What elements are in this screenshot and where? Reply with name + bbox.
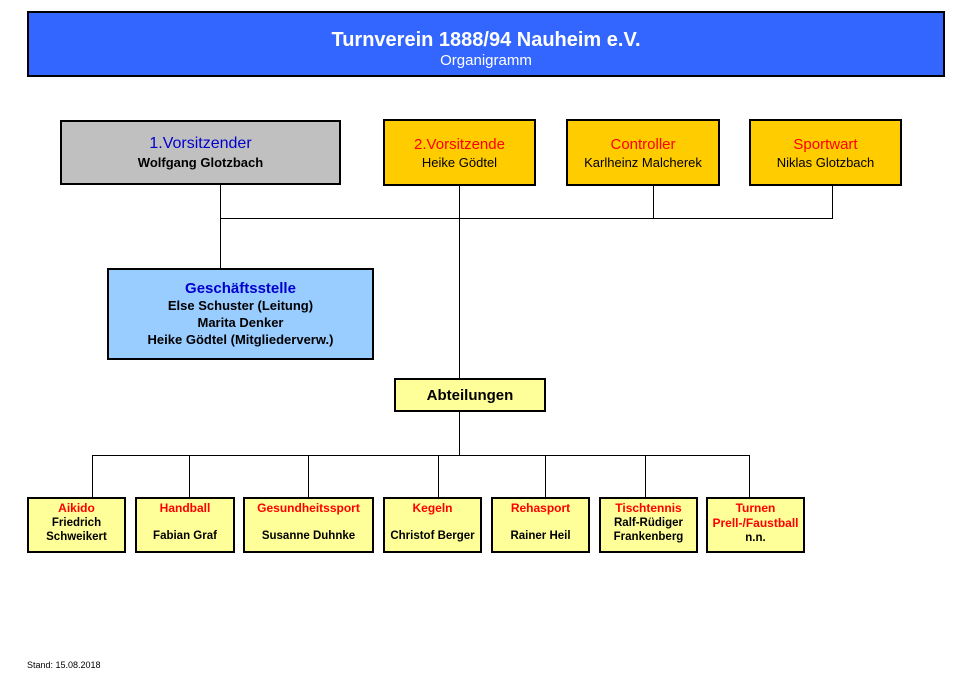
dept-person: Ralf-Rüdiger	[614, 517, 683, 529]
second-chair-box: 2.Vorsitzende Heike Gödtel	[383, 119, 536, 186]
sportwart-role: Sportwart	[793, 135, 858, 153]
dept-turnen-box: Turnen Prell-/Faustball n.n.	[706, 497, 805, 553]
dept-person: Christof Berger	[390, 530, 475, 542]
connector-dept-aikido	[92, 455, 93, 497]
connector-first-chair	[220, 185, 221, 268]
connector-sportwart	[832, 186, 833, 218]
first-chair-box: 1.Vorsitzender Wolfgang Glotzbach	[60, 120, 341, 185]
dept-name-line: Prell-/Faustball	[712, 516, 799, 530]
dept-person: Fabian Graf	[153, 530, 217, 542]
org-subtitle: Organigramm	[440, 52, 532, 69]
office-box: Geschäftsstelle Else Schuster (Leitung) …	[107, 268, 374, 360]
connector-dept-gesundheitssport	[308, 455, 309, 497]
org-title: Turnverein 1888/94 Nauheim e.V.	[331, 29, 641, 51]
connector-board-bus	[220, 218, 833, 219]
office-line: Heike Gödtel (Mitgliederverw.)	[147, 332, 334, 347]
dept-kegeln-box: Kegeln Christof Berger	[383, 497, 482, 553]
first-chair-role: 1.Vorsitzender	[149, 135, 252, 152]
dept-person: Rainer Heil	[510, 530, 571, 542]
dept-name-line: Turnen	[735, 501, 776, 515]
dept-name: Tischtennis	[615, 501, 682, 515]
connector-dept-rehasport	[545, 455, 546, 497]
first-chair-name: Wolfgang Glotzbach	[137, 155, 264, 170]
dept-name: Handball	[159, 501, 211, 515]
departments-box: Abteilungen	[394, 378, 546, 412]
second-chair-name: Heike Gödtel	[421, 154, 498, 170]
sportwart-name: Niklas Glotzbach	[776, 154, 875, 170]
connector-departments-trunk	[459, 412, 460, 456]
dept-name: Rehasport	[510, 501, 571, 515]
dept-person: Schweikert	[46, 531, 107, 543]
controller-box: Controller Karlheinz Malcherek	[566, 119, 720, 186]
connector-dept-turnen	[749, 455, 750, 497]
controller-name: Karlheinz Malcherek	[584, 154, 702, 170]
dept-person: Susanne Duhnke	[261, 530, 356, 542]
departments-label: Abteilungen	[426, 386, 514, 404]
connector-controller	[653, 186, 654, 218]
header-banner: Turnverein 1888/94 Nauheim e.V. Organigr…	[27, 11, 945, 77]
connector-dept-kegeln	[438, 455, 439, 497]
second-chair-role: 2.Vorsitzende	[414, 135, 505, 153]
dept-person: Frankenberg	[613, 531, 684, 543]
footer-date: Stand: 15.08.2018	[27, 660, 101, 670]
dept-person: n.n.	[745, 532, 766, 544]
office-line: Else Schuster (Leitung)	[167, 298, 314, 313]
office-title: Geschäftsstelle	[185, 280, 296, 297]
connector-dept-handball	[189, 455, 190, 497]
controller-role: Controller	[610, 135, 676, 153]
dept-name: Aikido	[58, 501, 95, 515]
connector-dept-tischtennis	[645, 455, 646, 497]
dept-gesundheitssport-box: Gesundheitssport Susanne Duhnke	[243, 497, 374, 553]
dept-name: Gesundheitssport	[257, 501, 360, 515]
office-line: Marita Denker	[197, 315, 284, 330]
dept-person: Friedrich	[51, 517, 102, 529]
dept-name: Kegeln	[412, 501, 453, 515]
dept-tischtennis-box: Tischtennis Ralf-Rüdiger Frankenberg	[599, 497, 698, 553]
dept-aikido-box: Aikido Friedrich Schweikert	[27, 497, 126, 553]
dept-rehasport-box: Rehasport Rainer Heil	[491, 497, 590, 553]
sportwart-box: Sportwart Niklas Glotzbach	[749, 119, 902, 186]
connector-second-chair	[459, 186, 460, 378]
dept-handball-box: Handball Fabian Graf	[135, 497, 235, 553]
connector-departments-bus	[92, 455, 750, 456]
